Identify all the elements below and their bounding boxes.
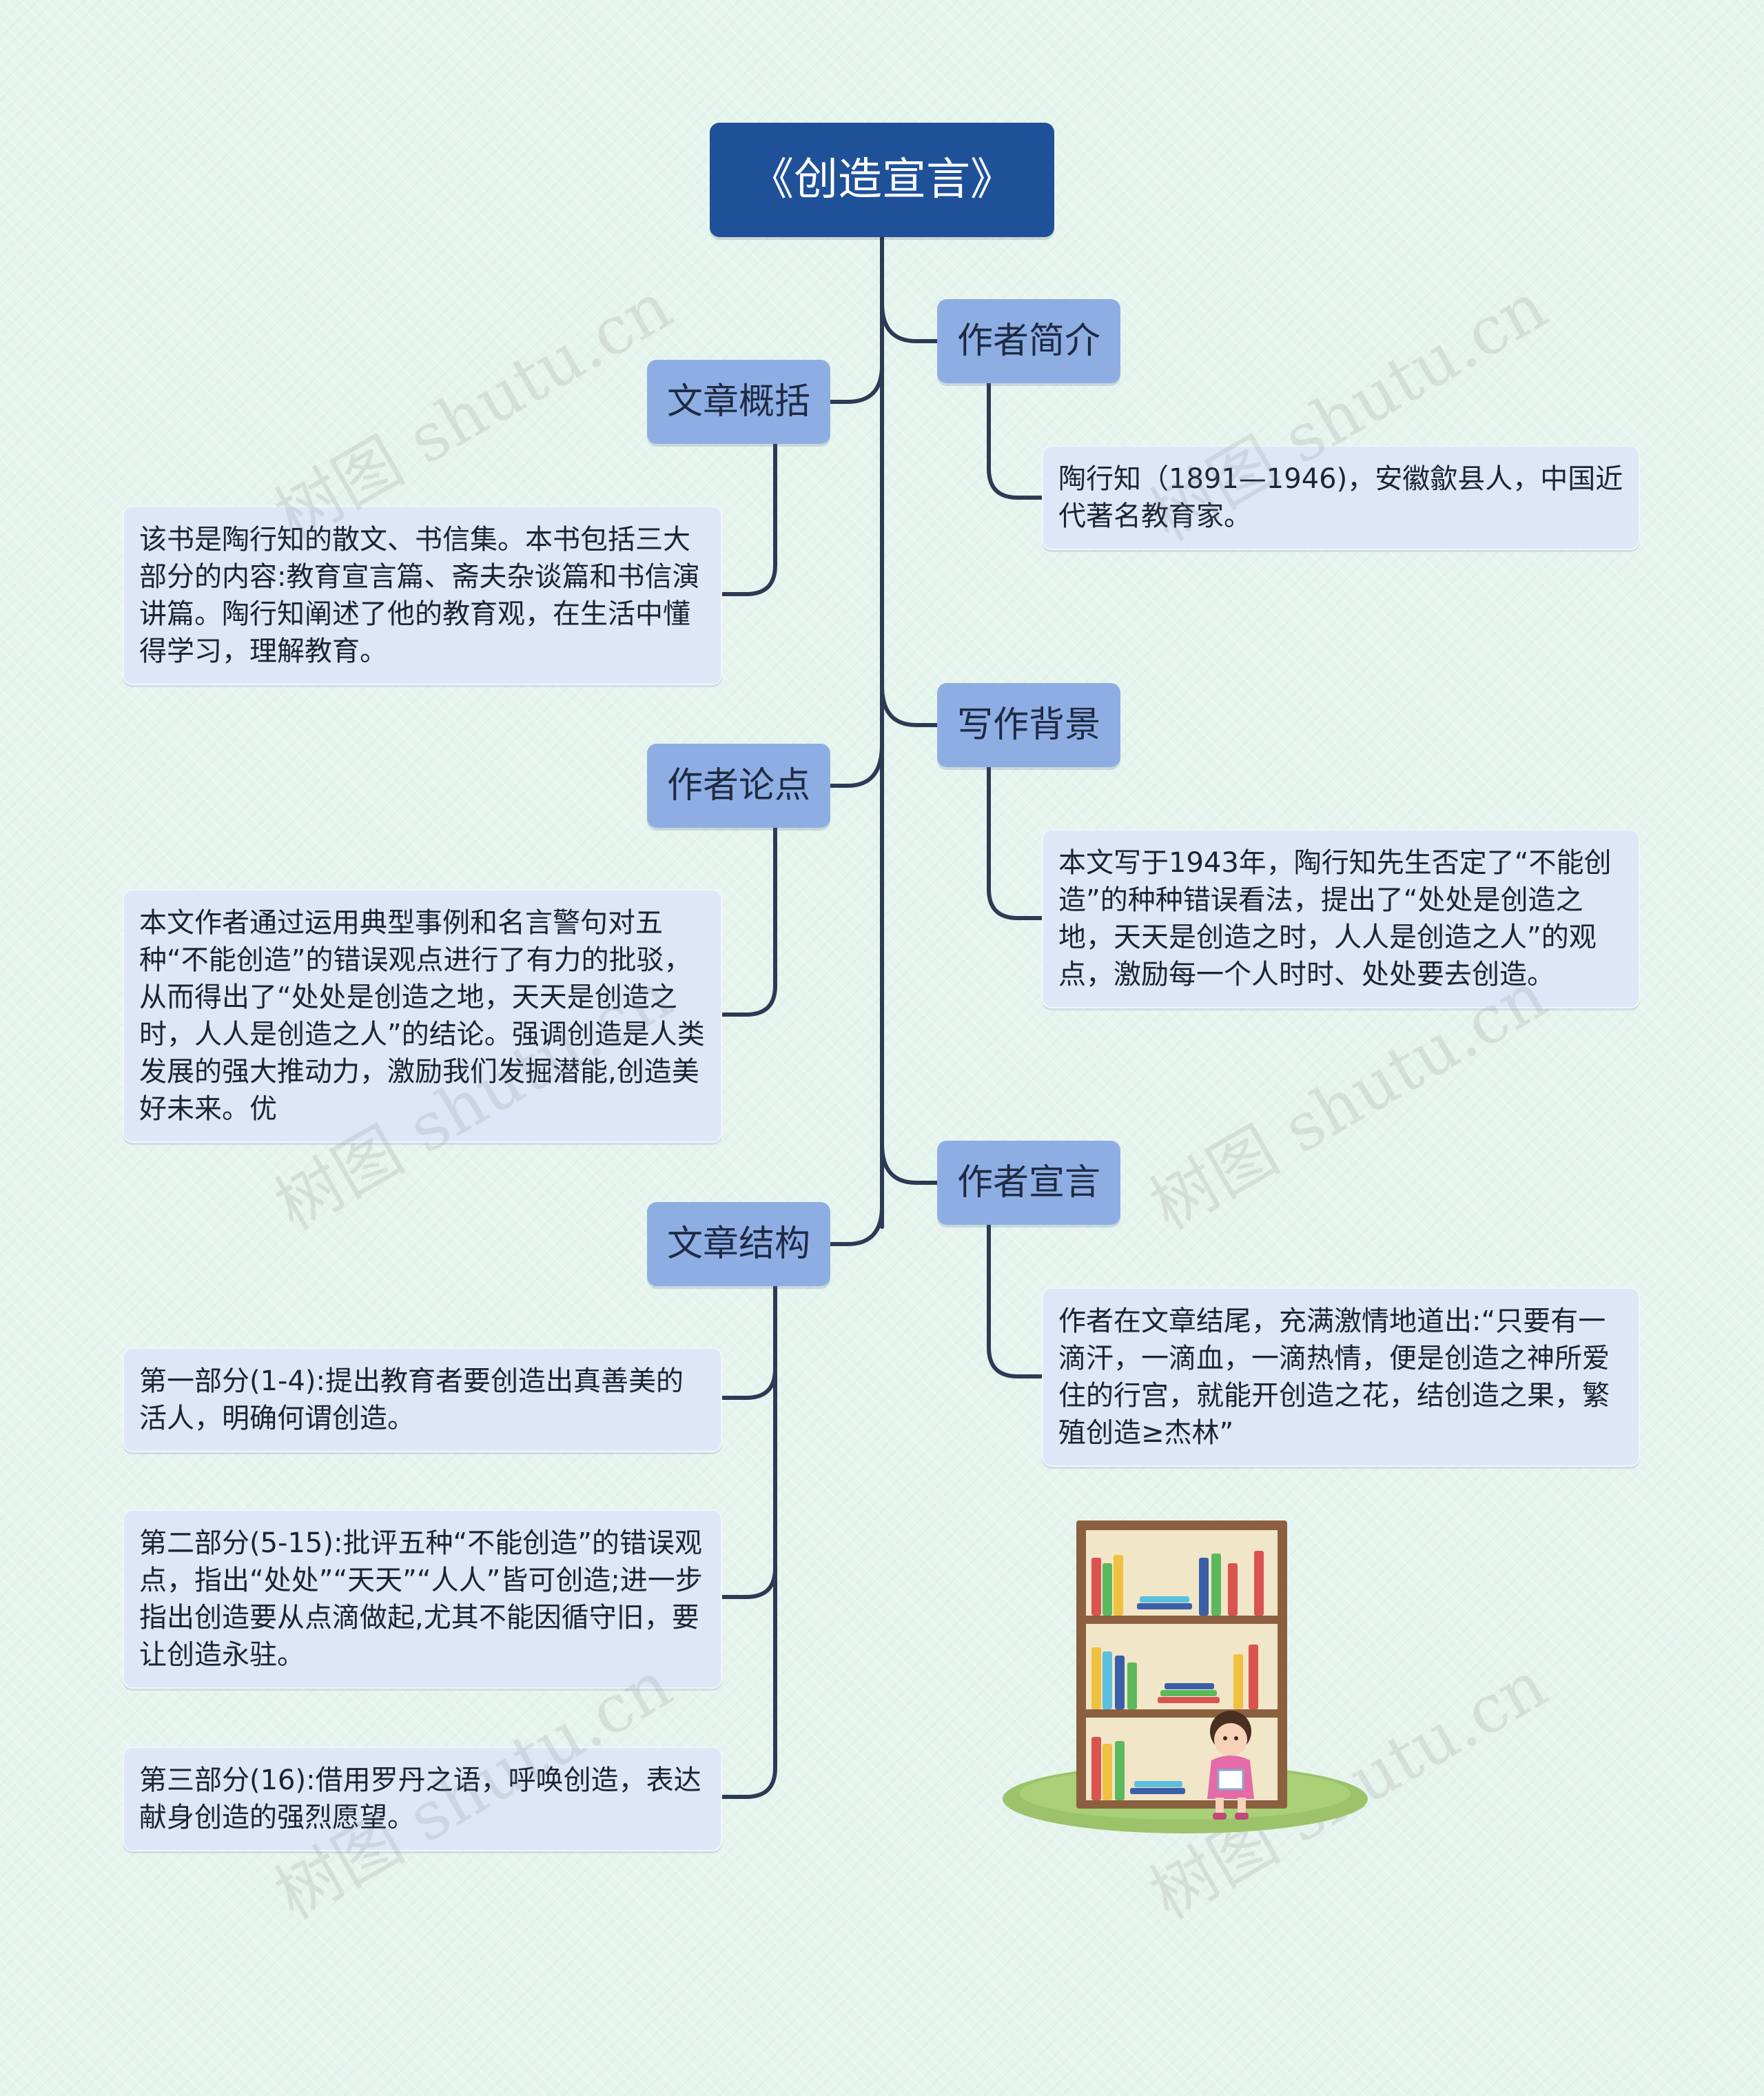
- link-structure: [825, 1204, 884, 1246]
- branch-background[interactable]: 写作背景: [937, 683, 1120, 767]
- bookshelf-icon: [1076, 1520, 1287, 1809]
- leaf-structure-part2[interactable]: 第二部分(5-15):批评五种“不能创造”的错误观点，指出“处处”“天天”“人人…: [123, 1509, 722, 1689]
- link-declaration-leaf: [987, 1223, 1044, 1378]
- leaf-structure-part3[interactable]: 第三部分(16):借用罗丹之语，呼唤创造，表达献身创造的强烈愿望。: [123, 1747, 722, 1851]
- leaf-author-intro[interactable]: 陶行知（1891—1946)，安徽歙县人，中国近代著名教育家。: [1042, 445, 1640, 550]
- link-summary: [825, 363, 884, 404]
- leaf-argument[interactable]: 本文作者通过运用典型事例和名言警句对五种“不能创造”的错误观点进行了有力的批驳，…: [123, 889, 722, 1143]
- link-summary-leaf: [720, 442, 777, 596]
- girl-reading-icon: [1207, 1711, 1254, 1820]
- bookshelf-illustration: [1003, 1520, 1368, 1833]
- leaf-declaration[interactable]: 作者在文章结尾，充满激情地道出:“只要有一滴汗，一滴血，一滴热情，便是创造之神所…: [1042, 1288, 1640, 1467]
- leaf-structure-part1[interactable]: 第一部分(1-4):提出教育者要创造出真善美的活人，明确何谓创造。: [123, 1347, 722, 1452]
- branch-author-intro[interactable]: 作者简介: [937, 299, 1120, 383]
- link-author-intro-leaf: [987, 381, 1044, 500]
- link-background: [880, 684, 939, 727]
- branch-argument[interactable]: 作者论点: [647, 744, 830, 828]
- branch-summary[interactable]: 文章概括: [647, 360, 830, 444]
- link-structure-part2: [720, 1566, 777, 1599]
- link-author-intro: [880, 301, 939, 343]
- link-argument: [825, 742, 884, 788]
- link-argument-leaf: [720, 826, 777, 1017]
- leaf-summary[interactable]: 该书是陶行知的散文、书信集。本书包括三大部分的内容:教育宣言篇、斋夫杂谈篇和书信…: [123, 506, 722, 685]
- branch-declaration[interactable]: 作者宣言: [937, 1141, 1120, 1225]
- leaf-background[interactable]: 本文写于1943年，陶行知先生否定了“不能创造”的种种错误看法，提出了“处处是创…: [1042, 829, 1640, 1008]
- branch-structure[interactable]: 文章结构: [647, 1202, 830, 1286]
- link-structure-spine: [720, 1284, 777, 1799]
- root-node[interactable]: 《创造宣言》: [710, 123, 1054, 237]
- link-background-leaf: [987, 765, 1044, 920]
- link-structure-part1: [720, 1367, 777, 1400]
- link-declaration: [880, 1142, 939, 1185]
